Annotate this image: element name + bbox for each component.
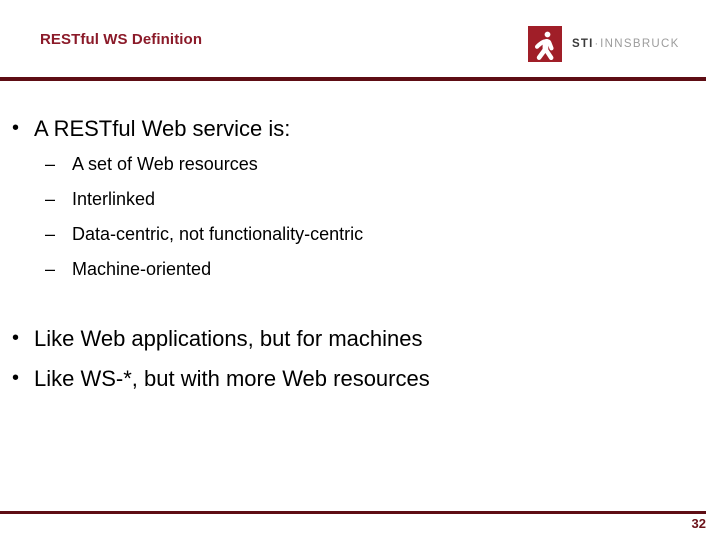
- page-number: 32: [691, 516, 706, 531]
- bullet-marker: –: [45, 154, 56, 174]
- header-divider: [0, 77, 706, 81]
- logo-sti-text: STI: [572, 38, 594, 50]
- bullet-text: Machine-oriented: [72, 259, 212, 279]
- bullet-group-sublist: – A set of Web resources – Interlinked –…: [0, 155, 720, 278]
- bullet-item: • A RESTful Web service is:: [0, 118, 720, 140]
- bullet-text: A RESTful Web service is:: [34, 116, 291, 141]
- bullet-item: – Machine-oriented: [0, 260, 720, 278]
- page-title: RESTful WS Definition: [40, 31, 203, 48]
- logo-wordmark: STI · INNSBRUCK: [572, 38, 680, 50]
- bullet-text: Like Web applications, but for machines: [34, 326, 423, 351]
- bullet-marker: •: [12, 367, 20, 389]
- bullet-item: – Data-centric, not functionality-centri…: [0, 225, 720, 243]
- slide-content: • A RESTful Web service is: – A set of W…: [0, 118, 720, 408]
- bullet-group-intro: • A RESTful Web service is:: [0, 118, 720, 140]
- bullet-marker: •: [12, 327, 20, 349]
- slide-header: RESTful WS Definition STI · INNSBRUCK: [0, 0, 720, 81]
- bullet-group-summary: • Like Web applications, but for machine…: [0, 328, 720, 390]
- bullet-marker: –: [45, 259, 56, 279]
- bullet-marker: •: [12, 117, 20, 139]
- bullet-text: A set of Web resources: [72, 154, 258, 174]
- bullet-text: Like WS-*, but with more Web resources: [34, 366, 430, 391]
- sti-person-icon: [528, 26, 562, 62]
- bullet-item: – A set of Web resources: [0, 155, 720, 173]
- bullet-text: Data-centric, not functionality-centric: [72, 224, 364, 244]
- sti-innsbruck-logo: STI · INNSBRUCK: [528, 25, 680, 63]
- logo-separator-dot: ·: [594, 38, 599, 50]
- bullet-item: • Like Web applications, but for machine…: [0, 328, 720, 350]
- bullet-item: • Like WS-*, but with more Web resources: [0, 368, 720, 390]
- bullet-marker: –: [45, 224, 56, 244]
- logo-innsbruck-text: INNSBRUCK: [600, 38, 680, 50]
- bullet-item: – Interlinked: [0, 190, 720, 208]
- bullet-marker: –: [45, 189, 56, 209]
- footer-divider: [0, 511, 706, 514]
- bullet-text: Interlinked: [72, 189, 156, 209]
